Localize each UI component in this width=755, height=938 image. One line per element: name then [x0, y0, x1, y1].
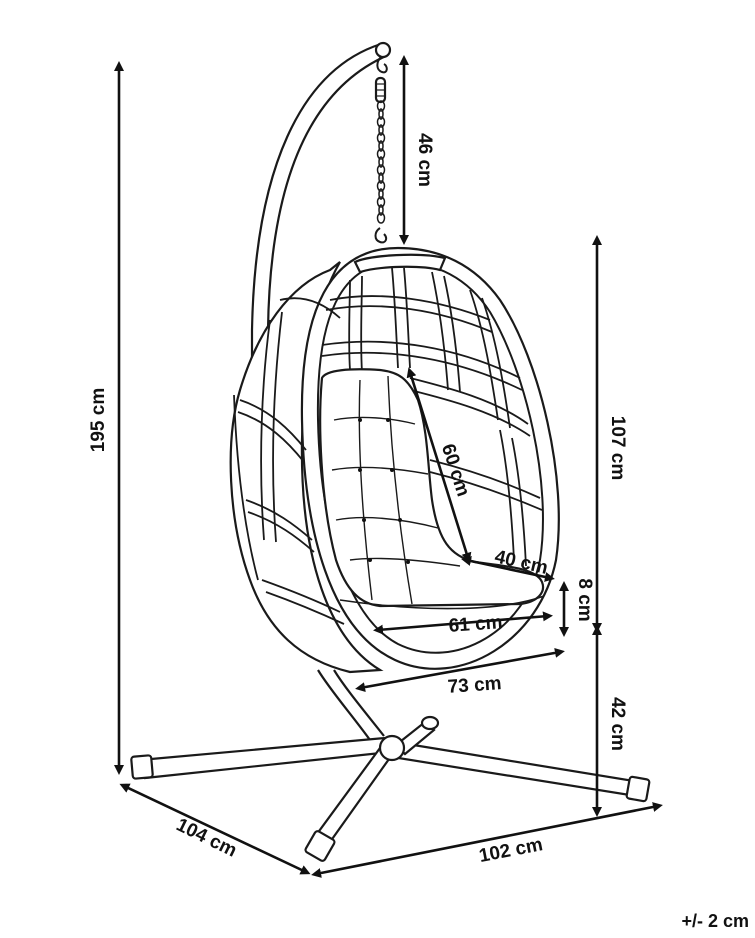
label-seat-width: 61 cm [448, 612, 503, 637]
chain-link [376, 212, 386, 224]
chain-link [378, 156, 384, 168]
arm-tip-cap [374, 41, 392, 59]
chain-link [376, 164, 386, 176]
hanging-chain [374, 56, 388, 244]
base-legs [130, 715, 651, 862]
chain-link [378, 124, 384, 136]
label-base-depth: 104 cm [173, 814, 240, 861]
tolerance-note: +/- 2 cm [681, 911, 749, 931]
chain-link [376, 148, 386, 160]
chain-link [376, 180, 386, 192]
stand [130, 41, 651, 862]
egg-chair [229, 246, 560, 674]
chain-link [378, 108, 384, 120]
arrow-seat-depth [461, 556, 555, 582]
arrow-base-depth [119, 783, 311, 875]
chain-link [378, 172, 384, 184]
arrow-backrest [406, 367, 472, 563]
label-cushion-thickness: 8 cm [574, 578, 595, 621]
label-chain-length: 46 cm [414, 133, 435, 187]
chain-link [376, 116, 386, 128]
chain-link [378, 140, 384, 152]
chain-link [376, 100, 386, 112]
base-hub [378, 734, 406, 762]
label-chair-height: 107 cm [607, 416, 628, 480]
chain-link [376, 196, 386, 208]
dimension-arrows [114, 55, 663, 878]
arrow-base-width [311, 802, 663, 878]
label-seat-height: 42 cm [607, 697, 628, 751]
arrow-seat-width [373, 611, 553, 635]
chain-link [378, 204, 384, 216]
label-total-height: 195 cm [88, 388, 109, 452]
arrow-chair-width [355, 647, 565, 693]
label-chair-width: 73 cm [447, 673, 502, 698]
chain-link [378, 188, 384, 200]
chain-link [376, 132, 386, 144]
